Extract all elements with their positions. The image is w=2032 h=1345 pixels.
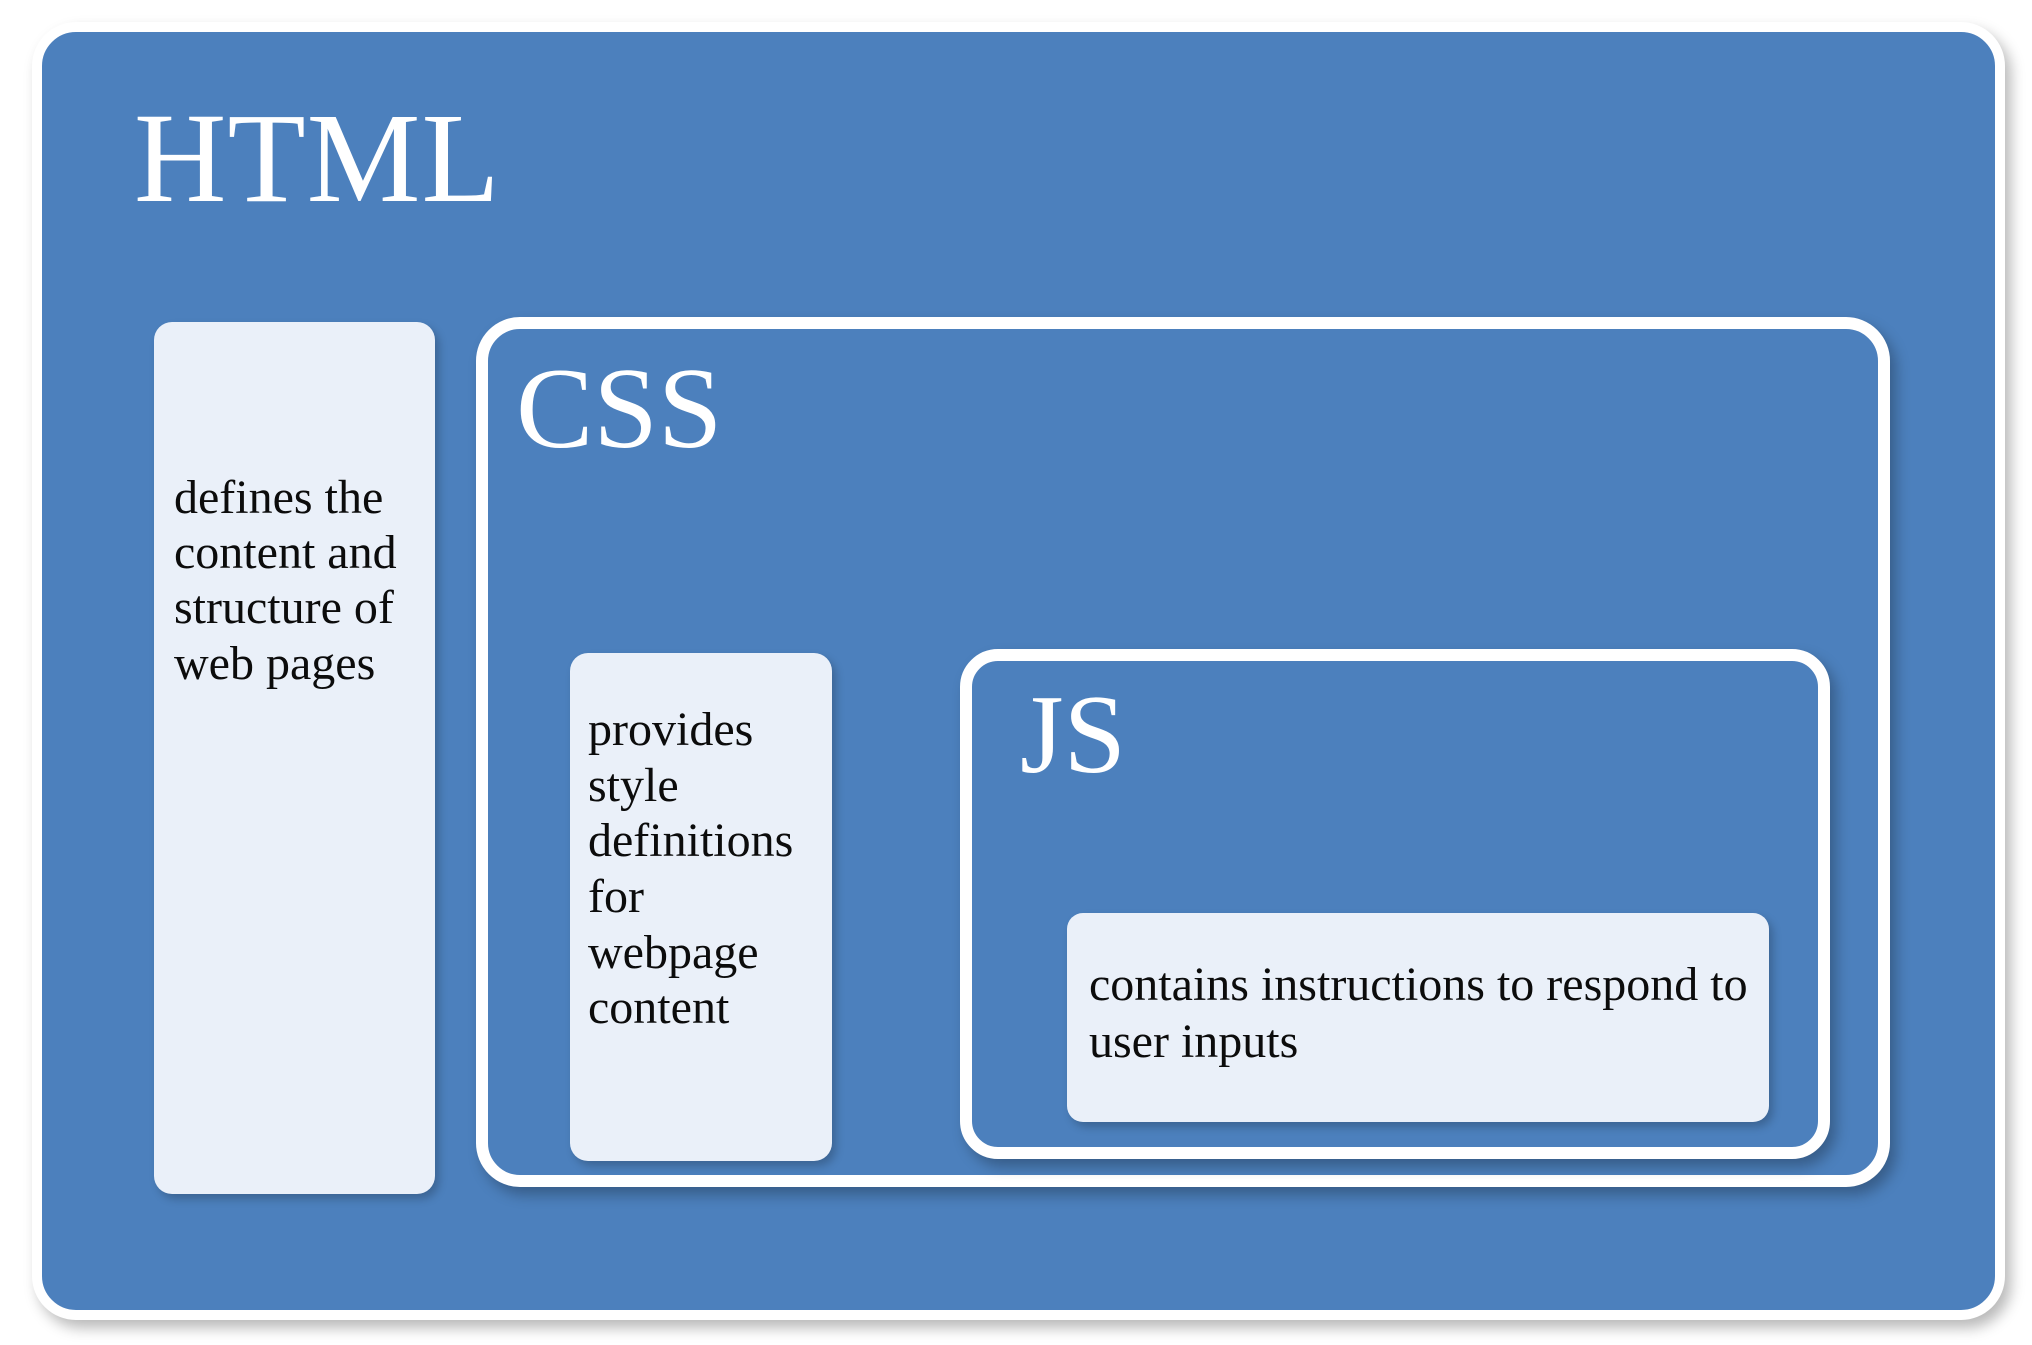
html-layer-title: HTML — [134, 87, 501, 229]
js-layer-description: contains instructions to respond to user… — [1067, 913, 1769, 1122]
css-layer-box: CSS provides style definitions for webpa… — [476, 317, 1890, 1187]
css-layer-title: CSS — [516, 345, 723, 473]
js-layer-box: JS contains instructions to respond to u… — [960, 649, 1830, 1159]
css-layer-description: provides style definitions for webpage c… — [570, 653, 832, 1161]
html-layer-description: defines the content and structure of web… — [154, 322, 435, 1194]
html-layer-box: HTML defines the content and structure o… — [32, 22, 2005, 1320]
js-layer-title: JS — [1020, 673, 1126, 797]
